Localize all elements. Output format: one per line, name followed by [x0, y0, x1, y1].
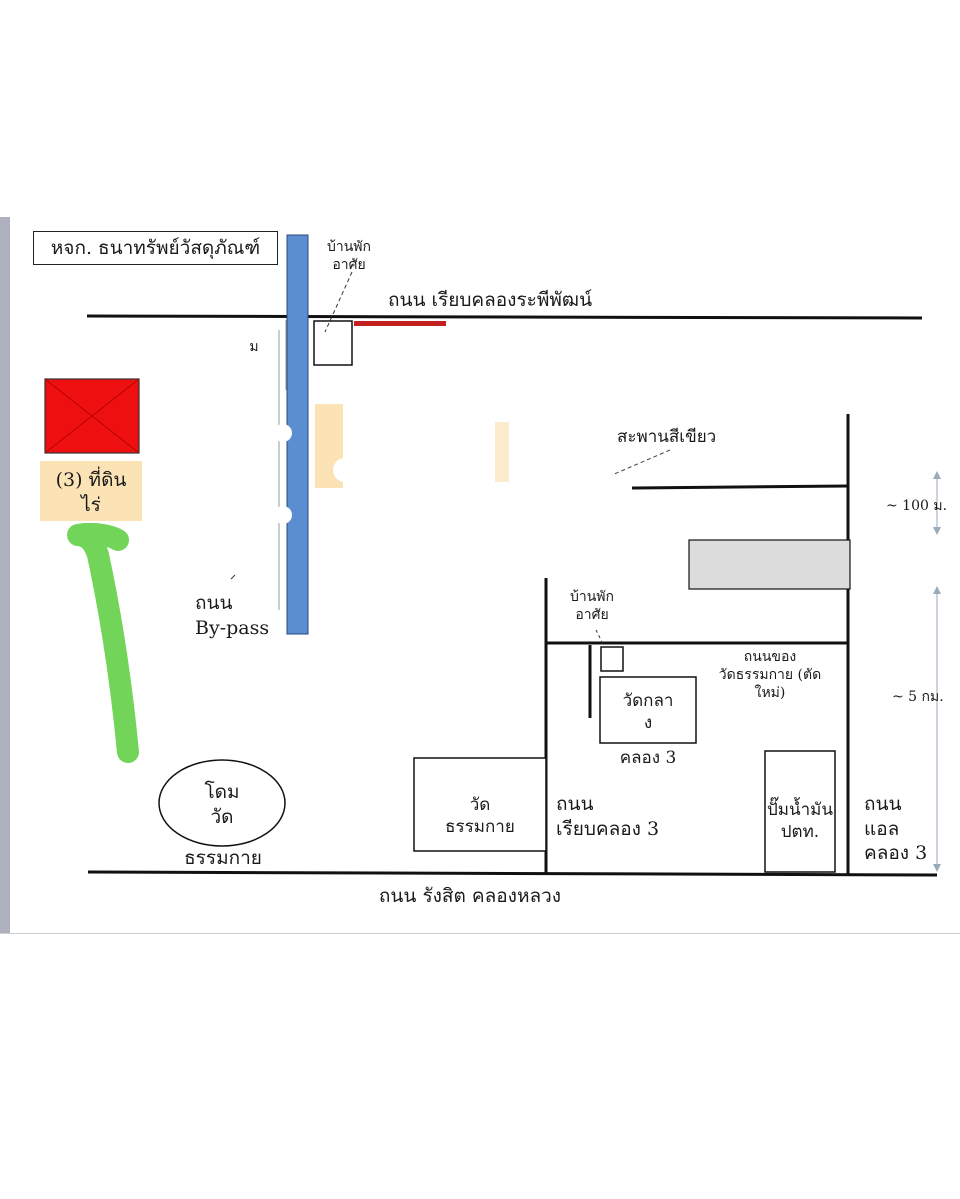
residence-top-box [313, 320, 353, 366]
top-red-strip [354, 321, 446, 326]
el-khlong-3-label: ถนน แอล คลอง 3 [864, 793, 928, 865]
dome-label: โดม วัด [204, 781, 240, 828]
distance-5km-arrow-bottom [933, 864, 941, 872]
gas-station-label: ปั๊มน้ำมัน ปตท. [767, 800, 833, 843]
land-beige-area [40, 461, 142, 521]
bypass-label: ถนน By-pass [195, 592, 270, 639]
dome-ellipse [158, 759, 286, 847]
distance-100-label: ~ 100 ม. [886, 498, 948, 514]
white-spot-1 [274, 424, 292, 442]
wat-klang-sub-label: คลอง 3 [619, 748, 677, 768]
green-bridge-road [631, 484, 849, 490]
residence-top-label: บ้านพัก อาศัย [326, 239, 372, 274]
white-spot-3 [333, 458, 357, 482]
legend-title: หจก. ธนาทรัพย์วัสดุภัณฑ์ [33, 231, 278, 265]
left-edge-bar [0, 217, 10, 933]
riab-khlong-3-label: ถนน เรียบคลอง 3 [556, 793, 660, 840]
rangsit-road-label: ถนน รังสิต คลองหลวง [378, 885, 562, 907]
distance-5km-arrow-top [933, 586, 941, 594]
temple-road-label: ถนนของ วัดธรรมกาย (ตัด ใหม่) [718, 649, 822, 702]
beige-mark-right [495, 422, 509, 482]
gray-block [688, 539, 851, 590]
rangsit-road-line [87, 870, 938, 877]
m-mark-label: ม [249, 339, 259, 355]
dome-bottom-label: ธรรมกาย [184, 847, 262, 869]
residence-mid-box [600, 646, 624, 672]
wat-klang-box [599, 676, 697, 744]
residence-mid-label: บ้านพัก อาศัย [569, 589, 615, 624]
wat-dhammakaya-box [413, 757, 547, 852]
top-road-label: ถนน เรียบคลองระพีพัฒน์ [388, 289, 593, 311]
distance-5km-label: ~ 5 กม. [892, 689, 944, 705]
land-x-2 [44, 378, 140, 454]
green-bridge-label: สะพานสีเขียว [617, 427, 717, 447]
land-label: (3) ที่ดิน ไร่ [55, 469, 127, 516]
white-spot-2 [274, 506, 292, 524]
distance-100-arrow-bottom [933, 527, 941, 535]
bypass-label-tick [230, 574, 236, 580]
wat-klang-label: วัดกลา ง [622, 691, 674, 734]
wat-dhammakaya-label: วัด ธรรมกาย [445, 795, 515, 838]
green-arrow-icon [67, 522, 139, 763]
gas-station-box [764, 750, 836, 873]
residence-top-pointer [324, 271, 353, 333]
residence-mid-pointer [595, 629, 605, 647]
top-road-line [86, 314, 923, 320]
distance-100-arrow-top [933, 471, 941, 479]
green-bridge-pointer [611, 449, 671, 476]
